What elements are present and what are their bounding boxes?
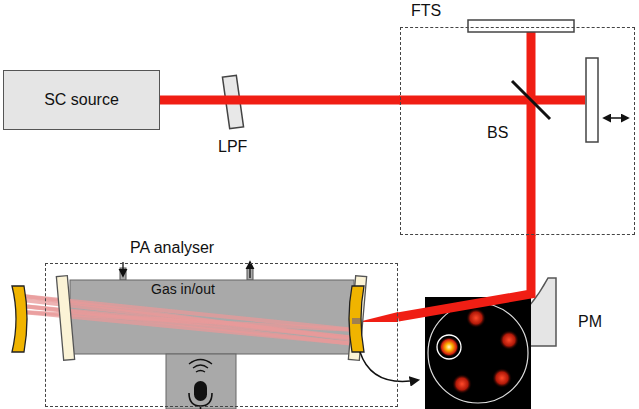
filter-label: LPF — [218, 138, 247, 156]
box-label: SC source — [44, 91, 119, 109]
cell-mirror — [349, 286, 364, 352]
splitter-label: BS — [487, 124, 508, 142]
microphone-housing — [166, 354, 236, 409]
translation-arrow — [604, 117, 628, 119]
region-heading: FTS — [411, 2, 441, 20]
fixed-mirror — [468, 20, 574, 32]
light-beam — [398, 235, 531, 317]
beam-splitter — [512, 81, 550, 119]
fts-beams — [399, 32, 585, 236]
region-heading: PA analyser — [130, 239, 214, 257]
microphone-symbol — [189, 360, 212, 409]
gas-port-label: Gas in/out — [151, 281, 215, 297]
mirror-label: PM — [578, 313, 602, 331]
moving-mirror — [586, 58, 598, 142]
analyser-region: PA analyser — [45, 263, 398, 407]
fts-region: FTS — [400, 27, 635, 235]
cell-mirror — [12, 286, 27, 352]
window — [348, 276, 366, 361]
inset-pointer — [360, 352, 418, 381]
window — [56, 276, 74, 361]
light-beam — [160, 96, 400, 105]
source-box: SC source — [3, 70, 160, 130]
